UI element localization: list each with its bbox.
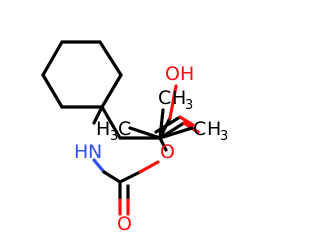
molecule-structure: O H C H 3 H 3 C C H 3 H N O O (41, 40, 228, 235)
methyl-top-sub-label: 3 (185, 98, 193, 113)
methyl-top-h-label: H (172, 87, 186, 109)
carboxyl-to-hydroxyl-bond-o (168, 84, 178, 120)
tbutyl-to-methyl-right (158, 126, 194, 140)
methyl-left-sub-label: 3 (110, 129, 118, 144)
backbone-bonds (92, 84, 200, 216)
nitrogen-to-carbamate-bond-n (92, 158, 106, 174)
cyclohexane-ring (41, 40, 123, 109)
tbutyl-to-methyl-top (158, 108, 165, 140)
amine-h-label: H (74, 141, 88, 163)
methyl-right-sub-label: 3 (220, 129, 228, 144)
ring-to-ch2-bond (100, 105, 122, 140)
tbutyl-to-ester-o-bond (158, 136, 168, 152)
methyl-right-h-label: H (207, 118, 221, 140)
nitrogen-to-carbamate-bond (102, 170, 122, 184)
ester-o-label: O (160, 141, 175, 163)
carbamate-to-ester-bond (118, 170, 142, 184)
methyl-left-c-label: C (118, 118, 131, 140)
methyl-right-c-label: C (193, 118, 206, 140)
ring-bond (41, 40, 64, 77)
carboxyl-double-bond-2-o (178, 115, 195, 127)
hydroxyl-o-label: O (165, 63, 180, 85)
tbutyl-to-methyl-left (128, 126, 162, 140)
ring-bond (100, 73, 123, 109)
ring-bond (41, 73, 64, 109)
methyl-top-c-label: C (158, 87, 171, 109)
amine-n-label: N (88, 141, 102, 163)
atom-labels: O H C H 3 H 3 C C H 3 H N O O (74, 63, 228, 235)
carbamate-to-ester-bond-o (138, 160, 160, 174)
carbonyl-o-label: O (117, 213, 132, 235)
ring-to-nitrogen-bond (92, 105, 104, 125)
ring-bond (98, 40, 123, 77)
hydroxyl-h-label: H (180, 63, 194, 85)
methyl-left-h-label: H (96, 118, 110, 140)
